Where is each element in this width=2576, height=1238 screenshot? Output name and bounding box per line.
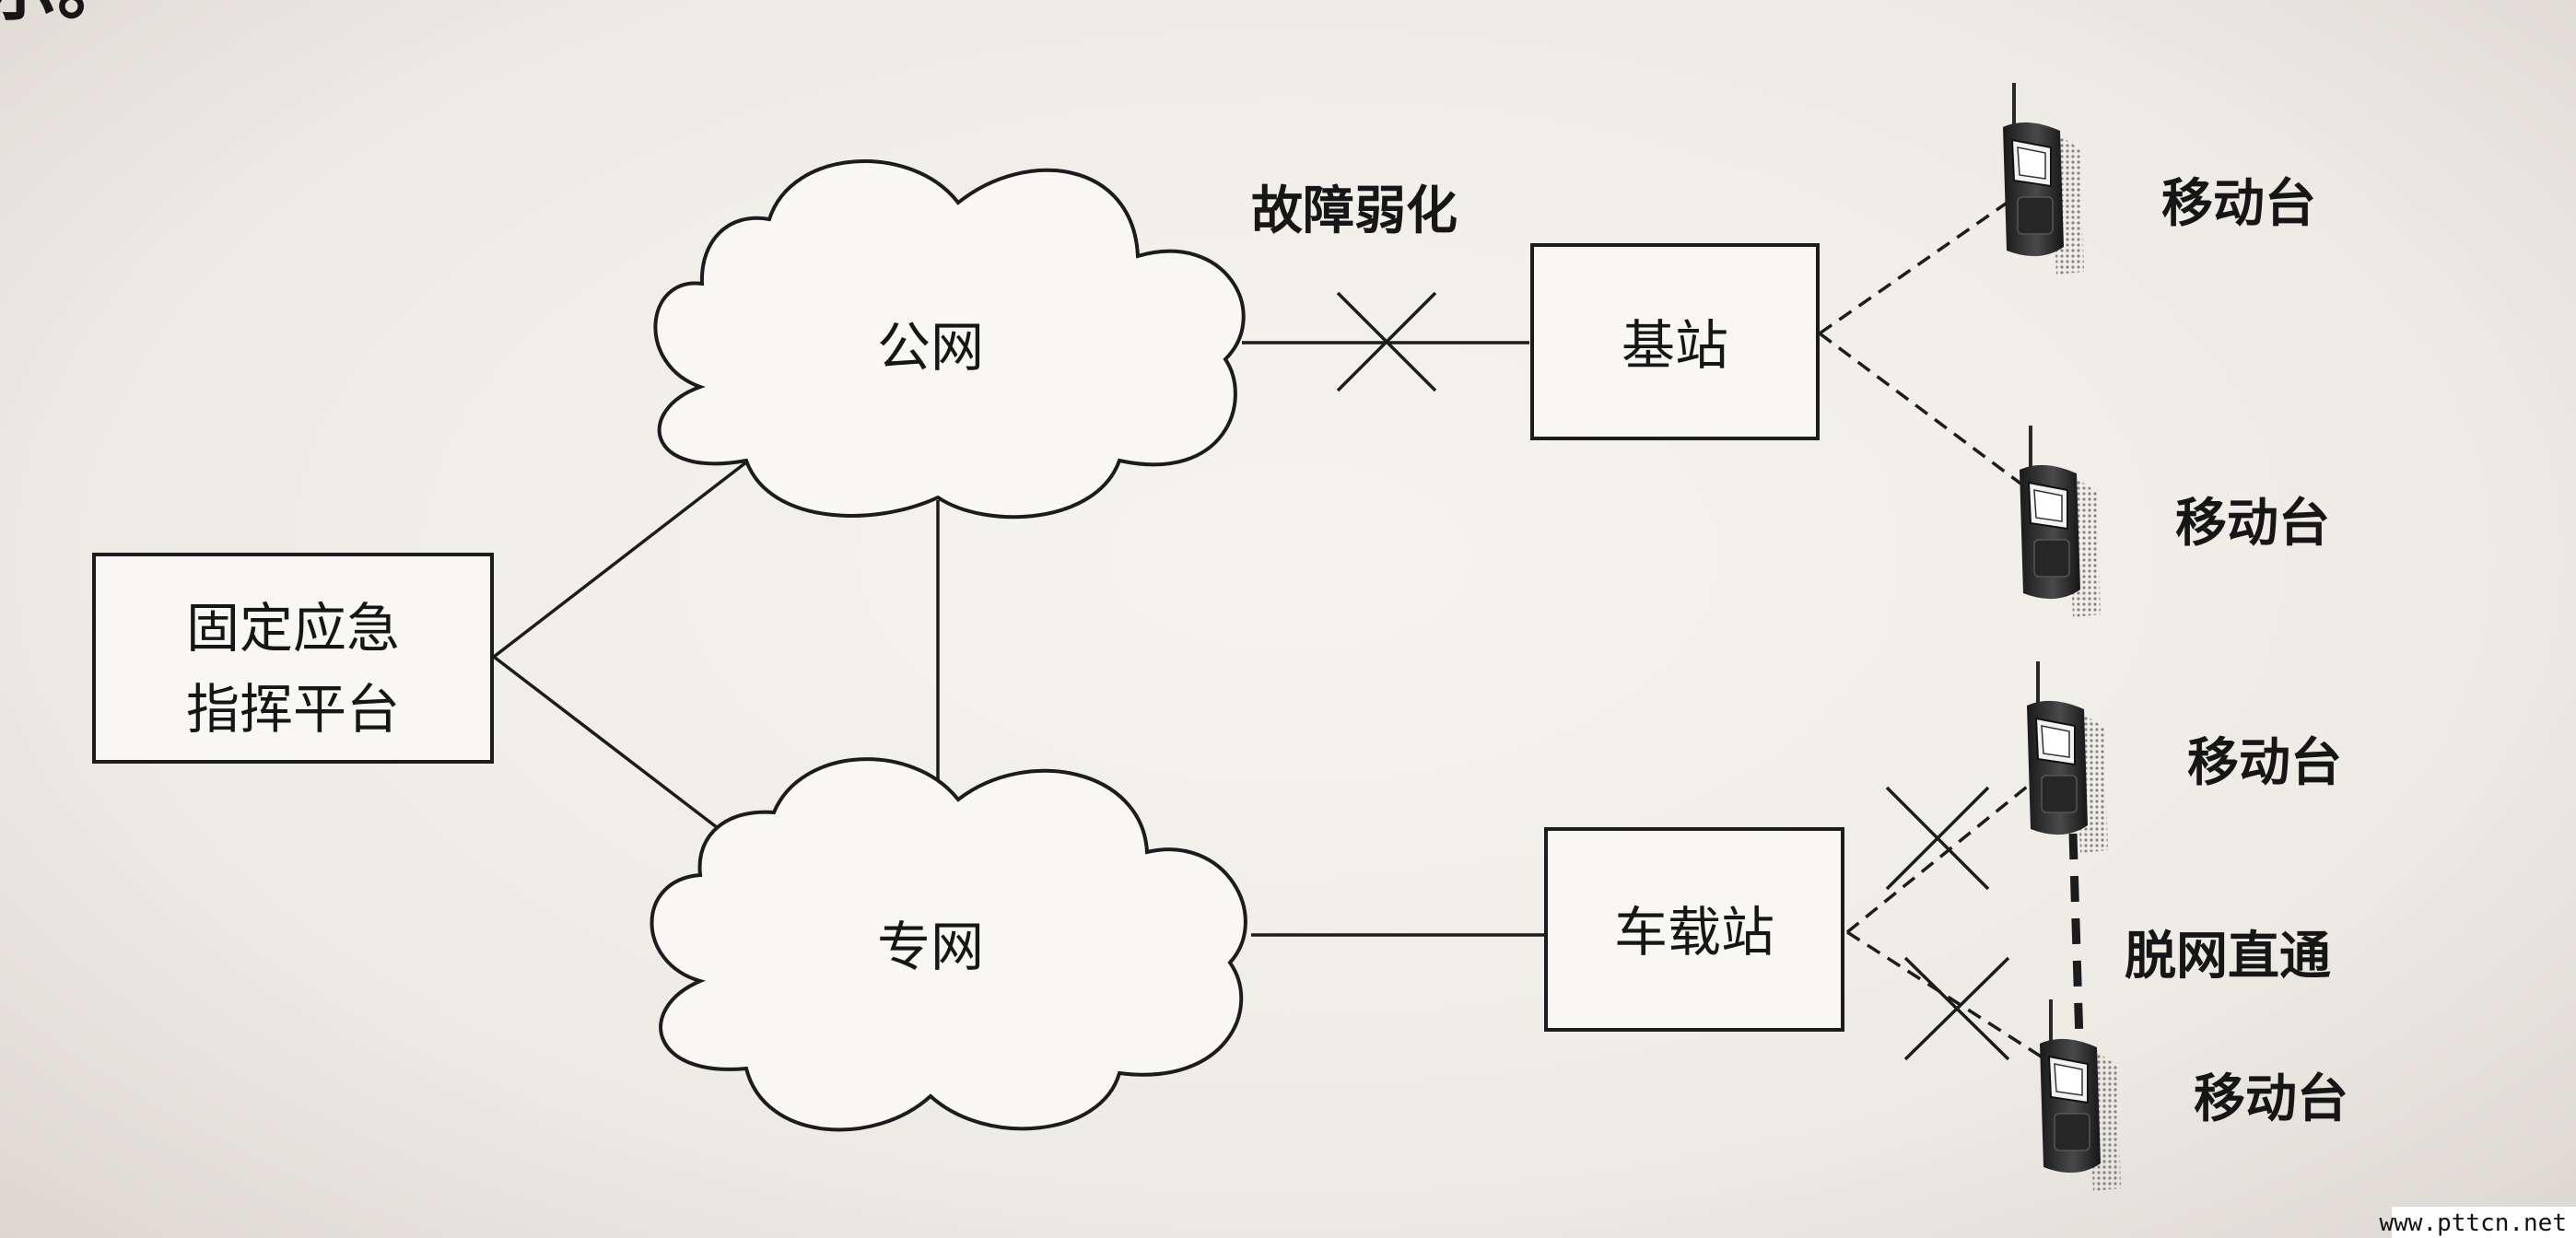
base-station-box xyxy=(1530,243,1820,440)
link-base-mobile-1 xyxy=(1818,187,2029,335)
mobile-label-1: 移动台 xyxy=(2161,174,2316,234)
mobile-label-3: 移动台 xyxy=(2187,733,2342,793)
vehicle-station-box xyxy=(1544,827,1844,1032)
command-platform-box xyxy=(92,553,494,764)
direct-mode-label: 脱网直通 xyxy=(2125,927,2331,987)
link-vehicle-mobile-4 xyxy=(1846,930,2046,1061)
mobile-phone-icon-1 xyxy=(2002,82,2085,275)
link-platform-private xyxy=(492,655,739,845)
vehicle-cross-icon-1 xyxy=(1885,786,1990,891)
vehicle-station-label: 车载站 xyxy=(1614,901,1774,964)
public-network-cloud xyxy=(653,159,1246,520)
base-station-label: 基站 xyxy=(1622,314,1728,377)
watermark-background xyxy=(2392,1207,2576,1238)
link-platform-public xyxy=(492,457,753,659)
mobile-phone-icon-2 xyxy=(2019,425,2102,618)
mobile-label-2: 移动台 xyxy=(2175,494,2330,554)
link-vehicle-mobile-3 xyxy=(1845,774,2043,934)
header-fragment: 示。 xyxy=(0,0,131,30)
mobile-phone-icon-3 xyxy=(2026,660,2109,854)
link-base-mobile-2 xyxy=(1818,332,2029,490)
mobile-label-4: 移动台 xyxy=(2194,1069,2348,1129)
private-network-label: 专网 xyxy=(877,916,984,978)
public-network-label: 公网 xyxy=(877,316,984,379)
direct-link-dashed xyxy=(2068,833,2084,1042)
command-platform-label-line1: 固定应急 xyxy=(186,597,400,660)
private-network-cloud xyxy=(650,757,1247,1132)
fault-label: 故障弱化 xyxy=(1251,181,1458,241)
command-platform-label-line2: 指挥平台 xyxy=(186,678,400,741)
vehicle-cross-icon-2 xyxy=(1903,956,2010,1061)
fault-cross-icon xyxy=(1336,291,1437,392)
watermark-text: www.pttcn.net xyxy=(2380,1209,2568,1237)
